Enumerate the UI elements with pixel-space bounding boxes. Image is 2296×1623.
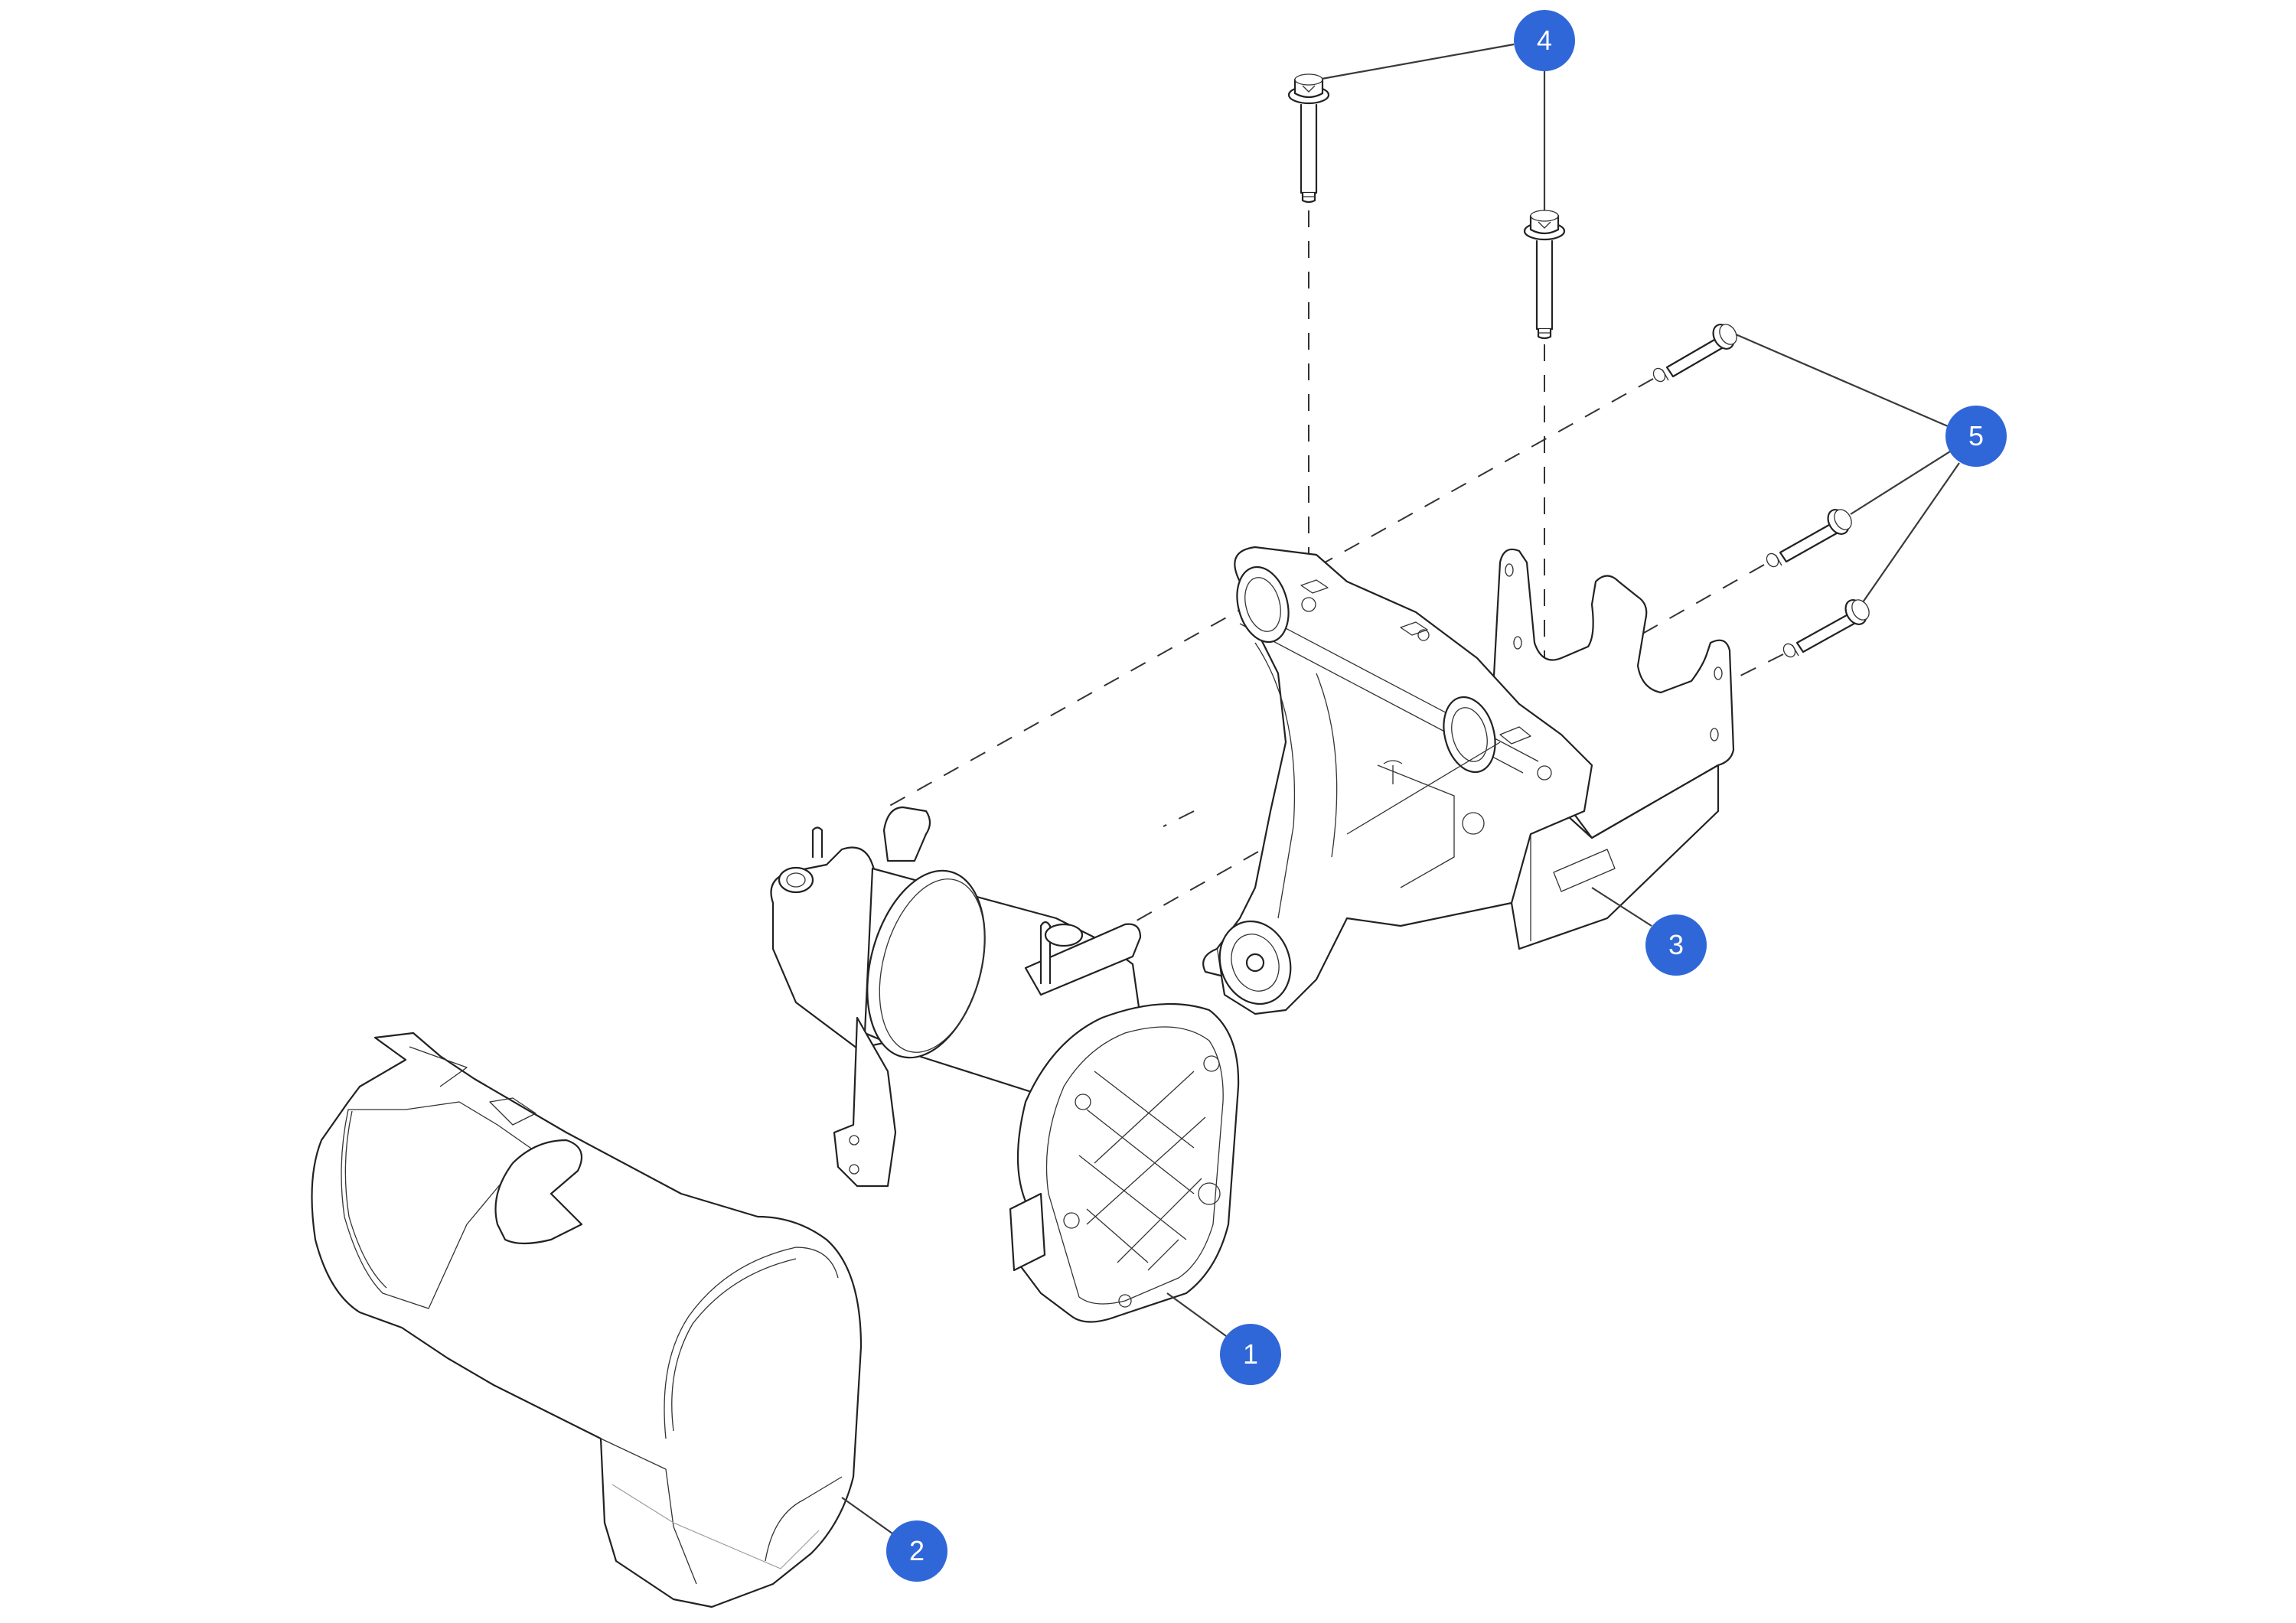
- compressor-bracket: [1202, 546, 1735, 1015]
- callout-3[interactable]: 3: [1645, 914, 1707, 976]
- callout-5-number: 5: [1968, 420, 1985, 451]
- compressor: [770, 806, 1240, 1323]
- callout-5[interactable]: 5: [1945, 406, 2007, 467]
- callout-4-number: 4: [1536, 24, 1553, 56]
- callout-2[interactable]: 2: [886, 1520, 947, 1582]
- bolt-vertical-right: [1523, 210, 1566, 340]
- callout-3-number: 3: [1668, 929, 1684, 960]
- callout-1[interactable]: 1: [1220, 1324, 1281, 1385]
- compressor-cover: [311, 1031, 863, 1608]
- leader-lines: [841, 43, 1960, 1534]
- bolt-horizontal-bottom: [1782, 599, 1870, 658]
- callout-1-number: 1: [1242, 1338, 1259, 1370]
- callout-2-number: 2: [908, 1535, 925, 1566]
- callout-4[interactable]: 4: [1514, 10, 1575, 71]
- bolt-vertical-left: [1287, 73, 1330, 204]
- bolt-horizontal-middle: [1766, 509, 1852, 568]
- bolt-horizontal-top: [1652, 324, 1737, 383]
